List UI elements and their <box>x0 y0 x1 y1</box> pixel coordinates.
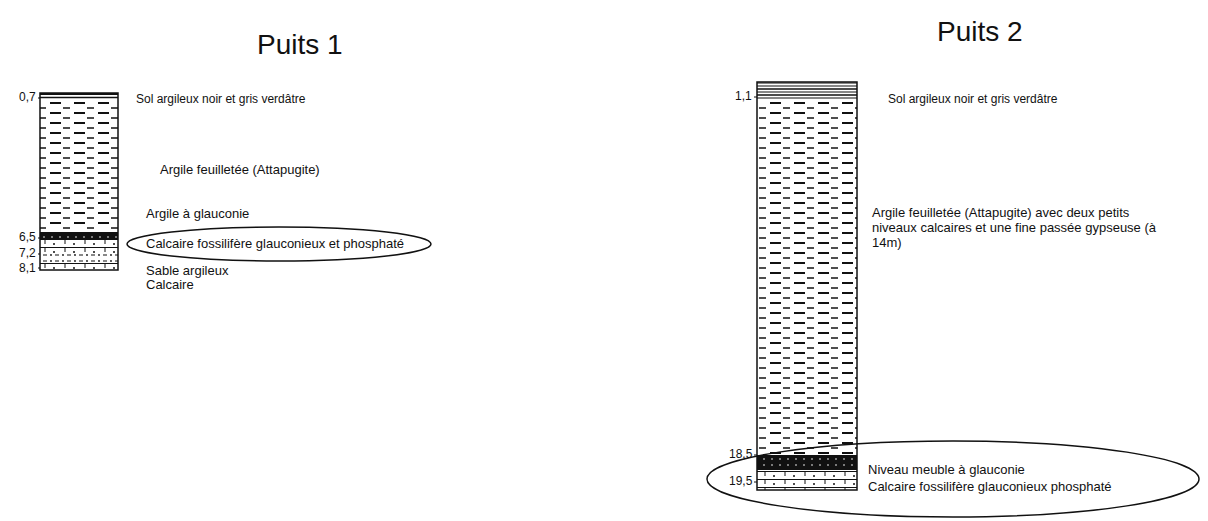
layer-description: Calcaire <box>146 278 194 293</box>
depth-value: 6,5 <box>19 231 36 245</box>
well-heading: Puits 1 <box>257 29 343 61</box>
depth-value: 1,1 <box>735 90 752 104</box>
layer-description: Niveau meuble à glauconie <box>868 462 1156 479</box>
layer-description: Calcaire fossilifère glauconieux phospha… <box>868 479 1156 496</box>
puits-1-column <box>38 93 118 270</box>
layer-description: Argile feuilletée (Attapugite) avec deux… <box>872 206 1172 251</box>
depth-value: 19,5 <box>729 475 752 489</box>
layer-description: Sable argileux <box>146 264 228 279</box>
depth-value: 8,1 <box>19 262 36 276</box>
depth-value: 7,2 <box>19 247 36 261</box>
well-heading: Puits 2 <box>937 16 1023 48</box>
layer-description: Argile feuilletée (Attapugite) <box>160 163 320 178</box>
depth-value: 0,7 <box>19 91 36 105</box>
layer-description: Argile à glauconie <box>146 207 249 222</box>
highlight-ellipse: Niveau meuble à glauconieCalcaire fossil… <box>706 440 1200 518</box>
layer-description: Sol argileux noir et gris verdâtre <box>888 93 1057 107</box>
puits-2-column <box>754 82 857 490</box>
highlight-ellipse: Calcaire fossilifère glauconieux et phos… <box>126 226 432 262</box>
layer-description: Sol argileux noir et gris verdâtre <box>136 93 305 107</box>
layer-description: Calcaire fossilifère glauconieux et phos… <box>146 236 404 253</box>
